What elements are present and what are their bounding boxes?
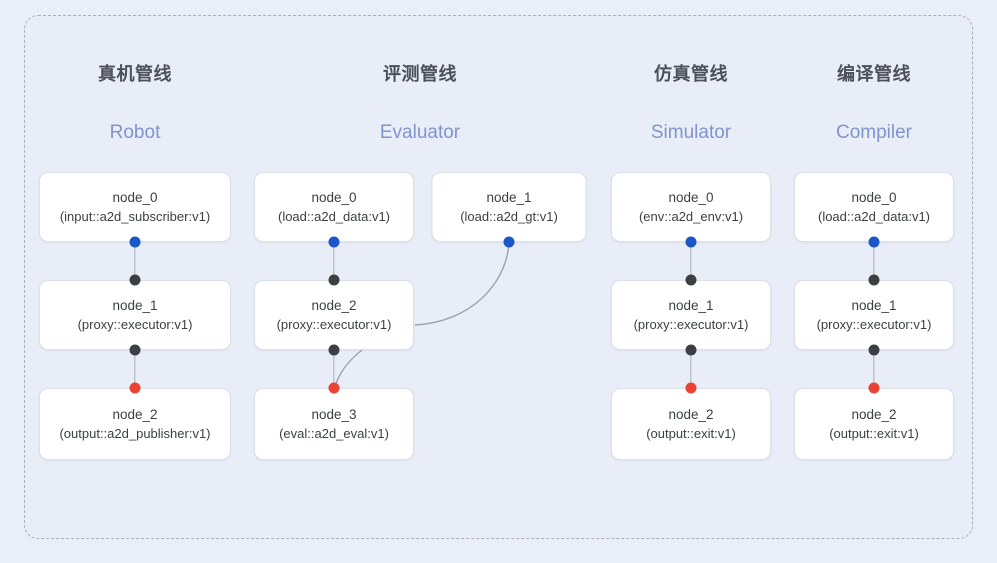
port-input-robot-1[interactable] xyxy=(129,274,141,286)
node-evaluator-1[interactable]: node_1 (load::a2d_gt:v1) xyxy=(431,172,587,242)
port-input-evaluator-2[interactable] xyxy=(328,274,340,286)
node-evaluator-2[interactable]: node_2 (proxy::executor:v1) xyxy=(254,280,414,350)
port-output-compiler-1[interactable] xyxy=(868,344,880,356)
column-title-en-compiler: Compiler xyxy=(835,122,913,143)
column-title-en-evaluator: Evaluator xyxy=(379,122,461,143)
node-type: (output::a2d_publisher:v1) xyxy=(59,426,211,441)
node-type: (proxy::executor:v1) xyxy=(633,317,749,332)
port-input-evaluator-3[interactable] xyxy=(328,382,340,394)
column-title-en-robot: Robot xyxy=(109,122,161,143)
node-simulator-1[interactable]: node_1 (proxy::executor:v1) xyxy=(611,280,771,350)
link-evaluator-2-3 xyxy=(333,350,335,390)
link-simulator-0-1 xyxy=(690,242,692,288)
node-compiler-0[interactable]: node_0 (load::a2d_data:v1) xyxy=(794,172,954,242)
node-name: node_0 xyxy=(311,190,357,205)
node-type: (input::a2d_subscriber:v1) xyxy=(59,209,211,224)
port-input-compiler-2[interactable] xyxy=(868,382,880,394)
node-type: (load::a2d_data:v1) xyxy=(817,209,931,224)
link-simulator-1-2 xyxy=(690,350,692,390)
port-output-robot-1[interactable] xyxy=(129,344,141,356)
port-output-simulator-1[interactable] xyxy=(685,344,697,356)
node-robot-1[interactable]: node_1 (proxy::executor:v1) xyxy=(39,280,231,350)
node-type: (env::a2d_env:v1) xyxy=(638,209,744,224)
column-header-simulator: 仿真管线 Simulator xyxy=(651,62,731,145)
column-title-cn-simulator: 仿真管线 xyxy=(654,64,728,84)
column-title-cn-compiler: 编译管线 xyxy=(837,64,911,84)
node-name: node_2 xyxy=(851,407,897,422)
column-header-evaluator: 评测管线 Evaluator xyxy=(380,62,460,145)
port-output-robot-0[interactable] xyxy=(129,236,141,248)
node-compiler-2[interactable]: node_2 (output::exit:v1) xyxy=(794,388,954,460)
node-evaluator-3[interactable]: node_3 (eval::a2d_eval:v1) xyxy=(254,388,414,460)
link-evaluator-0-2 xyxy=(333,242,335,288)
node-name: node_1 xyxy=(112,298,158,313)
node-type: (output::exit:v1) xyxy=(646,426,736,441)
node-name: node_2 xyxy=(311,298,357,313)
port-input-simulator-2[interactable] xyxy=(685,382,697,394)
node-type: (eval::a2d_eval:v1) xyxy=(279,426,389,441)
node-robot-0[interactable]: node_0 (input::a2d_subscriber:v1) xyxy=(39,172,231,242)
node-name: node_2 xyxy=(112,407,158,422)
node-name: node_3 xyxy=(311,407,357,422)
node-type: (proxy::executor:v1) xyxy=(276,317,392,332)
column-header-robot: 真机管线 Robot xyxy=(98,62,172,145)
column-title-en-simulator: Simulator xyxy=(650,122,732,143)
node-type: (load::a2d_gt:v1) xyxy=(460,209,558,224)
port-output-evaluator-2[interactable] xyxy=(328,344,340,356)
node-name: node_0 xyxy=(112,190,158,205)
column-header-compiler: 编译管线 Compiler xyxy=(836,62,912,145)
node-simulator-2[interactable]: node_2 (output::exit:v1) xyxy=(611,388,771,460)
port-output-simulator-0[interactable] xyxy=(685,236,697,248)
node-compiler-1[interactable]: node_1 (proxy::executor:v1) xyxy=(794,280,954,350)
node-robot-2[interactable]: node_2 (output::a2d_publisher:v1) xyxy=(39,388,231,460)
link-compiler-0-1 xyxy=(873,242,875,288)
link-robot-0-1 xyxy=(134,242,136,288)
node-type: (proxy::executor:v1) xyxy=(816,317,932,332)
column-title-cn-robot: 真机管线 xyxy=(98,64,172,84)
node-type: (proxy::executor:v1) xyxy=(77,317,193,332)
node-simulator-0[interactable]: node_0 (env::a2d_env:v1) xyxy=(611,172,771,242)
node-name: node_1 xyxy=(486,190,532,205)
node-name: node_0 xyxy=(851,190,897,205)
node-evaluator-0[interactable]: node_0 (load::a2d_data:v1) xyxy=(254,172,414,242)
node-name: node_1 xyxy=(851,298,897,313)
port-input-robot-2[interactable] xyxy=(129,382,141,394)
port-output-evaluator-0[interactable] xyxy=(328,236,340,248)
port-input-compiler-1[interactable] xyxy=(868,274,880,286)
node-name: node_1 xyxy=(668,298,714,313)
port-input-simulator-1[interactable] xyxy=(685,274,697,286)
link-compiler-1-2 xyxy=(873,350,875,390)
port-output-evaluator-1[interactable] xyxy=(503,236,515,248)
column-title-cn-evaluator: 评测管线 xyxy=(383,64,457,84)
node-name: node_2 xyxy=(668,407,714,422)
link-robot-1-2 xyxy=(134,350,136,390)
node-name: node_0 xyxy=(668,190,714,205)
node-type: (load::a2d_data:v1) xyxy=(277,209,391,224)
port-output-compiler-0[interactable] xyxy=(868,236,880,248)
node-type: (output::exit:v1) xyxy=(829,426,919,441)
